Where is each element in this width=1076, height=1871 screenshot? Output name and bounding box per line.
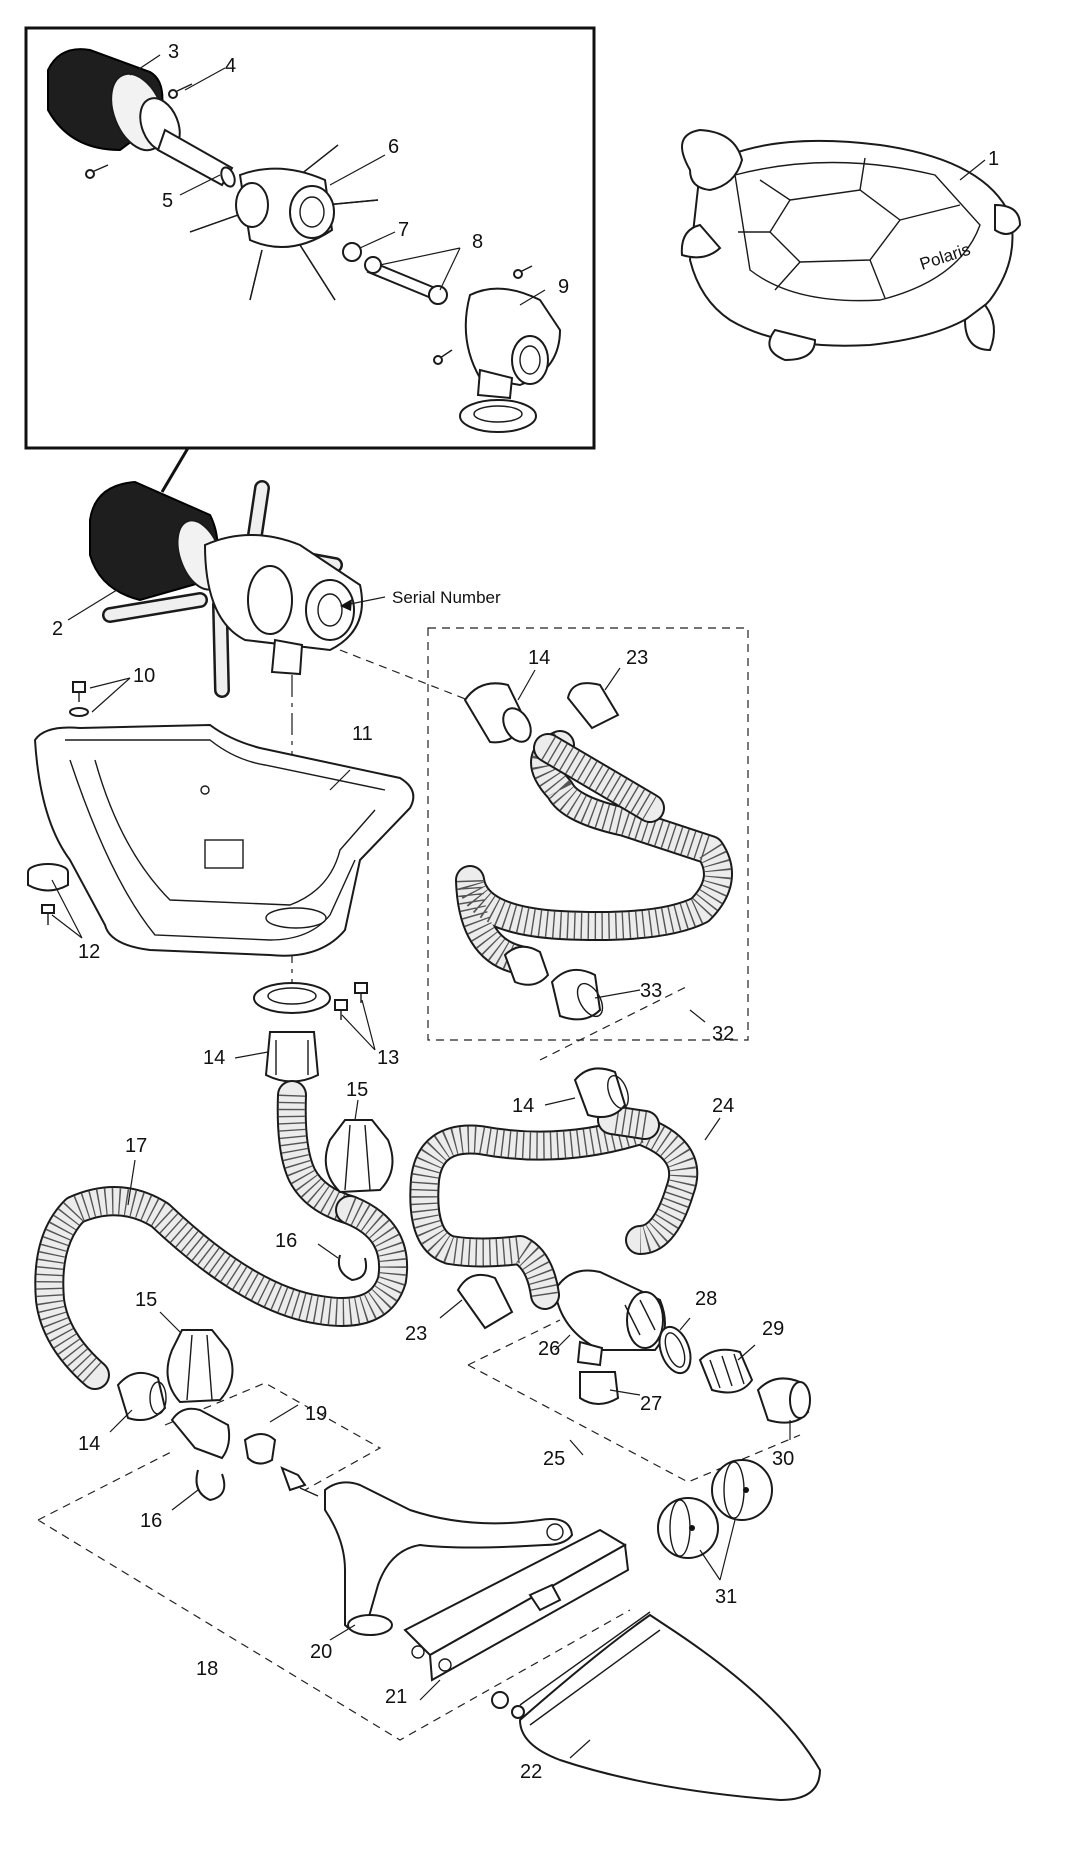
label-part-31: 31 — [715, 1586, 737, 1608]
part-number-labels: 1 2 3 4 5 6 7 8 9 10 11 12 13 14 14 14 1… — [52, 41, 999, 1783]
label-part-16-upper: 16 — [275, 1230, 297, 1252]
serial-number-label: Serial Number — [392, 588, 501, 607]
screw-lower — [85, 164, 109, 179]
label-part-4: 4 — [225, 55, 236, 77]
label-part-23-lower: 23 — [405, 1323, 427, 1345]
label-part-15-upper: 15 — [346, 1079, 368, 1101]
label-part-11: 11 — [352, 723, 373, 745]
foot-part-12 — [27, 863, 69, 925]
wheels-part-31 — [657, 1459, 773, 1559]
label-part-18: 18 — [196, 1658, 218, 1680]
label-part-6: 6 — [388, 136, 399, 158]
label-part-12: 12 — [78, 941, 100, 963]
label-part-33: 33 — [640, 980, 662, 1002]
label-part-3: 3 — [168, 41, 179, 63]
label-part-21: 21 — [385, 1686, 407, 1708]
screw-part-4 — [168, 83, 193, 99]
hose-kit-part-32 — [339, 627, 749, 1061]
label-part-26: 26 — [538, 1338, 560, 1360]
label-part-29: 29 — [762, 1318, 784, 1340]
label-part-15-lower: 15 — [135, 1289, 157, 1311]
drive-unit-part-2 — [89, 480, 363, 698]
label-part-19: 19 — [305, 1403, 327, 1425]
valve-kit-part-25 — [467, 1269, 811, 1483]
screws-part-13 — [334, 982, 368, 1020]
label-part-7: 7 — [398, 219, 409, 241]
label-part-23-top: 23 — [626, 647, 648, 669]
label-part-8: 8 — [472, 231, 483, 253]
body-gasket — [253, 982, 331, 1014]
tail-bar-part-21 — [403, 1528, 630, 1682]
label-part-1: 1 — [988, 148, 999, 170]
nut-part-14-lower — [116, 1371, 167, 1421]
label-part-13: 13 — [377, 1047, 399, 1069]
turtle-shell-part-1: Polaris — [680, 128, 1022, 362]
sleeve-part-23-lower — [456, 1274, 514, 1330]
label-part-2: 2 — [52, 618, 63, 640]
label-part-24: 24 — [712, 1095, 734, 1117]
serial-number-callout: Serial Number — [340, 588, 501, 611]
label-part-14-lower: 14 — [78, 1433, 100, 1455]
o-ring-part-7 — [342, 242, 362, 262]
nut-part-14-body — [264, 1031, 320, 1083]
tail-kit-part-18 — [37, 1449, 631, 1741]
gear-shaft-part-8 — [364, 256, 448, 305]
gasket-ring — [459, 399, 537, 433]
label-part-14-top: 14 — [528, 647, 550, 669]
label-part-32: 32 — [712, 1023, 734, 1045]
label-part-22: 22 — [520, 1761, 542, 1783]
label-part-16-lower: 16 — [140, 1510, 162, 1532]
label-part-14-right: 14 — [512, 1095, 534, 1117]
float-part-15-lower — [166, 1329, 234, 1404]
sleeve-part-23-top — [566, 682, 620, 730]
label-part-25: 25 — [543, 1448, 565, 1470]
axle-part-5 — [139, 97, 236, 188]
drive-housing-part-9 — [433, 265, 562, 400]
label-part-27: 27 — [640, 1393, 662, 1415]
label-part-5: 5 — [162, 190, 173, 212]
clip-part-16-lower — [195, 1469, 226, 1502]
nut-part-14-right — [573, 1067, 629, 1118]
label-part-30: 30 — [772, 1448, 794, 1470]
inset-detail — [24, 26, 596, 493]
body-part-11 — [33, 723, 415, 957]
y-frame-part-20 — [324, 1481, 574, 1636]
label-part-17: 17 — [125, 1135, 147, 1157]
bolt-part-10 — [69, 681, 89, 717]
label-part-28: 28 — [695, 1288, 717, 1310]
nut-part-14-top — [463, 682, 532, 744]
label-part-20: 20 — [310, 1641, 332, 1663]
label-part-9: 9 — [558, 276, 569, 298]
tail-fin-part-22 — [491, 1611, 822, 1802]
label-part-10: 10 — [133, 665, 155, 687]
drive-hub-part-6 — [189, 144, 379, 301]
float-part-15-upper — [324, 1119, 394, 1194]
swivel-kit-part-19 — [164, 1382, 382, 1497]
label-part-14-body: 14 — [203, 1047, 225, 1069]
clip-part-16-upper — [337, 1254, 368, 1282]
